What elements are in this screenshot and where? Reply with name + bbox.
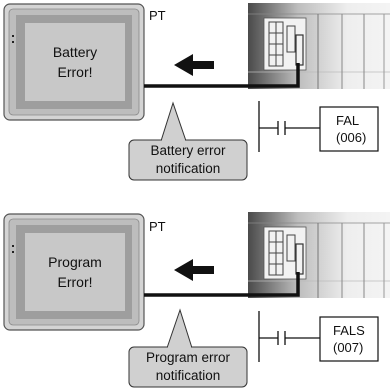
screen-message: Program Error! [20, 252, 130, 292]
indicator-dot [12, 251, 14, 253]
plc-rack [248, 212, 390, 298]
instruction-box [319, 316, 379, 362]
pt-terminal [3, 3, 145, 121]
pt-terminal [3, 213, 145, 331]
callout-line: notification [155, 368, 221, 383]
indicator-dot [12, 35, 14, 37]
callout-text: Program error notification [129, 349, 247, 385]
instruction-label: FAL (006) [336, 112, 366, 146]
panel-battery-error [3, 3, 390, 181]
callout-line: Program error [145, 350, 231, 365]
instruction-label: FALS (007) [333, 322, 365, 356]
callout-line: notification [155, 161, 221, 176]
instruction-code: (006) [336, 130, 367, 145]
connection-cable [144, 272, 300, 297]
pt-label: PT [149, 8, 166, 23]
screen-message: Battery Error! [20, 42, 130, 82]
ladder-contact [258, 311, 320, 362]
indicator-dot [12, 245, 14, 247]
left-arrow-icon [174, 54, 214, 76]
left-arrow-icon [174, 259, 214, 281]
plc-rack [248, 3, 390, 89]
pt-label: PT [149, 219, 166, 234]
callout-text: Battery error notification [129, 142, 247, 178]
connection-cable [144, 63, 300, 88]
ladder-contact [258, 101, 320, 152]
callout-line: Battery error [150, 143, 226, 158]
panel-program-error [3, 212, 390, 388]
screen-line: Error! [57, 274, 93, 290]
instruction-mnemonic: FALS [333, 323, 365, 338]
instruction-mnemonic: FAL [336, 113, 360, 128]
callout [128, 101, 248, 181]
instruction-box [319, 106, 379, 152]
screen-line: Battery [52, 44, 98, 60]
callout [128, 308, 248, 388]
indicator-dot [12, 41, 14, 43]
instruction-code: (007) [333, 340, 364, 355]
screen-line: Program [48, 254, 102, 270]
screen-line: Error! [57, 64, 93, 80]
